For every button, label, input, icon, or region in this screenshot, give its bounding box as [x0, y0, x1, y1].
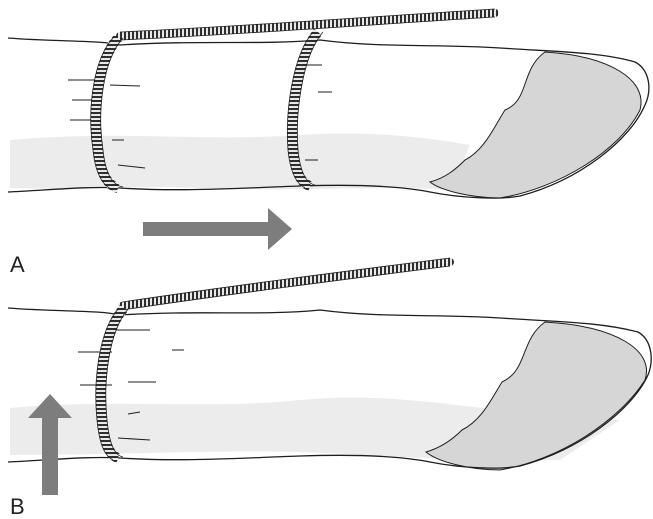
panel-b: B	[8, 258, 651, 519]
panel-a-label: A	[10, 252, 25, 277]
coil-a-tail	[120, 13, 495, 36]
finger-a-lower-band	[10, 133, 470, 190]
finger-a-nail	[430, 52, 641, 198]
panel-b-label: B	[10, 494, 25, 519]
coil-b-tail	[122, 262, 450, 306]
arrow-right-icon	[143, 208, 292, 250]
finger-b-nail	[426, 322, 647, 470]
panel-a: A	[8, 9, 649, 277]
